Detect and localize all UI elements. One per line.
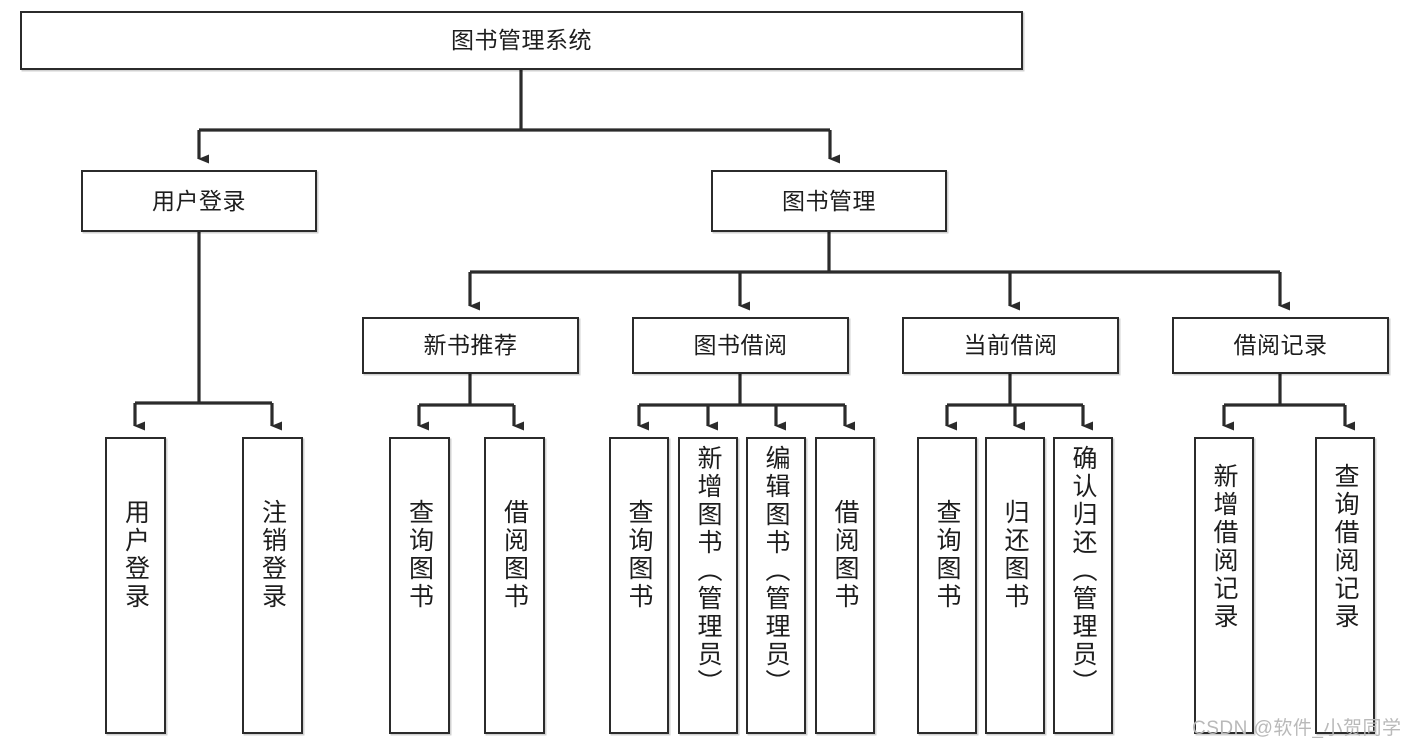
node-leaf-confirm-return-admin[interactable]: 确认归还（管理员） [1053,437,1113,734]
node-leaf-confirm-return-admin-label: 确认归还（管理员） [1069,445,1097,697]
edge-root-to-level1 [197,70,840,164]
node-current-borrow-label: 当前借阅 [963,332,1058,358]
node-root[interactable]: 图书管理系统 [20,11,1023,70]
node-leaf-user-logout[interactable]: 注销登录 [242,437,303,734]
node-new-book-rec[interactable]: 新书推荐 [362,317,579,374]
node-book-borrow[interactable]: 图书借阅 [632,317,849,374]
edge-bookmanage-to-level2 [468,232,1290,311]
node-leaf-query-borrow-record-label: 查询借阅记录 [1331,463,1359,631]
node-borrow-record-label: 借阅记录 [1233,332,1328,358]
node-leaf-add-borrow-record[interactable]: 新增借阅记录 [1194,437,1254,734]
node-leaf-add-borrow-record-label: 新增借阅记录 [1210,463,1238,631]
csdn-watermark: CSDN @软件_小贺同学 [1192,718,1402,739]
node-leaf-edit-book-admin[interactable]: 编辑图书（管理员） [746,437,806,734]
node-new-book-rec-label: 新书推荐 [423,332,518,358]
node-user-login[interactable]: 用户登录 [81,170,317,232]
node-borrow-record[interactable]: 借阅记录 [1172,317,1389,374]
node-current-borrow[interactable]: 当前借阅 [902,317,1119,374]
node-leaf-user-login-label: 用户登录 [121,499,150,611]
node-leaf-query-book-3[interactable]: 查询图书 [917,437,977,734]
node-leaf-borrow-book-2[interactable]: 借阅图书 [815,437,875,734]
node-book-manage[interactable]: 图书管理 [711,170,947,232]
node-leaf-edit-book-admin-label: 编辑图书（管理员） [762,445,790,697]
node-leaf-return-book-label: 归还图书 [1001,499,1029,611]
node-leaf-user-login[interactable]: 用户登录 [105,437,166,734]
node-book-manage-label: 图书管理 [782,187,876,214]
edge-bookborrow-to-leaves [637,374,855,431]
edge-userlogin-to-leaves [133,232,282,431]
node-leaf-return-book[interactable]: 归还图书 [985,437,1045,734]
node-leaf-user-logout-label: 注销登录 [258,499,287,611]
node-leaf-borrow-book-1-label: 借阅图书 [500,499,529,611]
edge-currentborrow-to-leaves [945,374,1093,431]
node-leaf-add-book-admin[interactable]: 新增图书（管理员） [678,437,738,734]
node-leaf-query-book-2-label: 查询图书 [625,499,653,611]
node-leaf-borrow-book-1[interactable]: 借阅图书 [484,437,545,734]
node-user-login-label: 用户登录 [152,187,246,214]
node-leaf-add-book-admin-label: 新增图书（管理员） [694,445,722,697]
node-leaf-query-borrow-record[interactable]: 查询借阅记录 [1315,437,1375,734]
node-leaf-query-book-1-label: 查询图书 [405,499,434,611]
node-book-borrow-label: 图书借阅 [693,332,788,358]
node-leaf-borrow-book-2-label: 借阅图书 [831,499,859,611]
node-leaf-query-book-1[interactable]: 查询图书 [389,437,450,734]
edge-newbookrec-to-leaves [417,374,524,431]
node-leaf-query-book-3-label: 查询图书 [933,499,961,611]
edge-borrowrecord-to-leaves [1222,374,1355,431]
node-leaf-query-book-2[interactable]: 查询图书 [609,437,669,734]
node-root-label: 图书管理系统 [451,27,592,53]
